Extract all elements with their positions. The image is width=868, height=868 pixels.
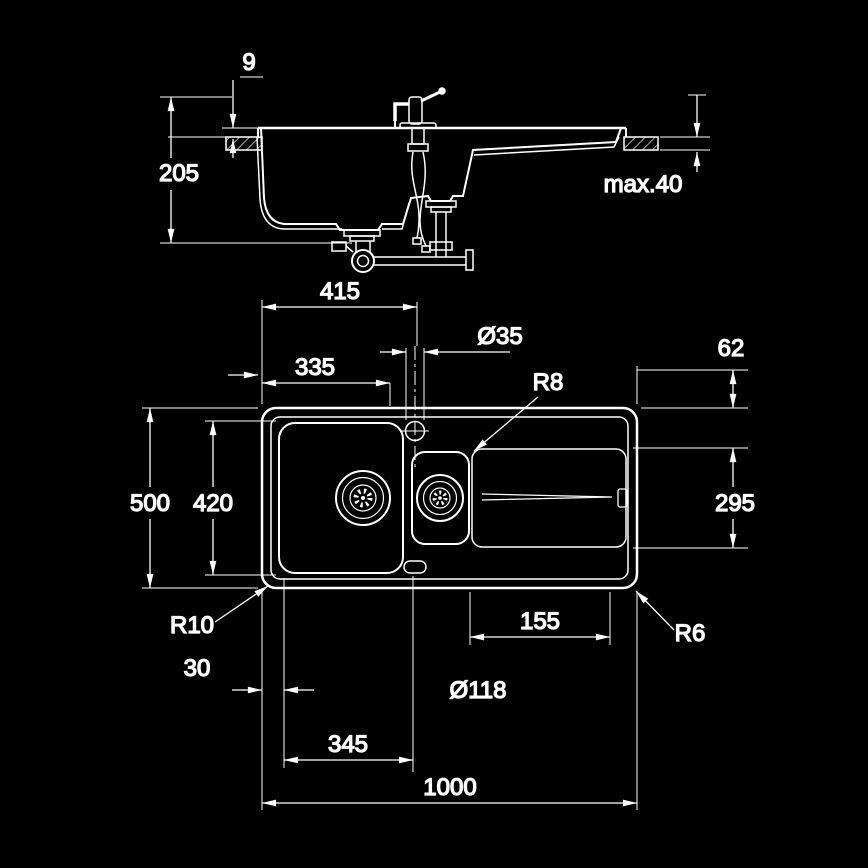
sink-inner-rim	[270, 416, 629, 580]
dim-label-155: 155	[520, 608, 560, 635]
dim-label-30: 30	[184, 655, 211, 682]
sink-outer-outline	[260, 406, 639, 590]
waste-outlet-flange	[465, 249, 474, 271]
plan-view: 415 335 Ø35 62 R8	[129, 277, 756, 810]
supply-hose-2	[419, 151, 427, 247]
dim-drain-diameter: Ø118	[412, 576, 507, 772]
dim-label-335: 335	[295, 354, 335, 381]
bowl-outer-shell-left	[256, 136, 342, 230]
dim-label-r8: R8	[533, 369, 564, 396]
dim-label-o118: Ø118	[450, 677, 507, 704]
dim-label-9: 9	[242, 49, 255, 76]
dim-bowl-width: 345	[284, 730, 413, 764]
counter-hatch-right	[623, 136, 659, 151]
radius-r10: R10	[169, 585, 269, 640]
dim-label-415: 415	[320, 278, 360, 305]
radius-r8: R8	[473, 368, 564, 452]
dim-label-295: 295	[715, 490, 755, 517]
dim-top-offset: 62	[636, 334, 748, 409]
dim-bowl-depth: 205	[158, 96, 352, 244]
overflow-hole	[403, 560, 427, 574]
radius-r6: R6	[635, 590, 706, 648]
half-bowl	[411, 451, 470, 545]
dim-faucet-offset: 415	[261, 277, 418, 404]
main-bowl	[278, 422, 404, 574]
dim-overall-depth: 500	[129, 407, 258, 589]
trap-nut	[351, 249, 375, 273]
drainboard-step	[617, 488, 628, 508]
supply-hose-1	[411, 151, 420, 239]
main-drain	[335, 470, 391, 526]
dim-335: 335	[228, 353, 391, 406]
drain-assembly	[331, 151, 474, 273]
faucet-spout	[393, 102, 409, 121]
dim-label-o35: Ø35	[477, 323, 522, 350]
dim-label-62: 62	[718, 335, 745, 362]
dim-rim-height: 9	[222, 48, 268, 158]
drainboard-panel	[471, 448, 627, 548]
dim-counter-thickness: max.40	[603, 94, 710, 199]
dim-label-r6: R6	[675, 620, 706, 647]
dim-label-1000: 1000	[423, 774, 476, 801]
dim-155: 155	[469, 592, 611, 645]
faucet	[393, 87, 446, 152]
dim-label-r10: R10	[170, 612, 214, 639]
sink-profile	[256, 126, 627, 231]
sink-plan-body	[260, 346, 639, 590]
dim-label-max40: max.40	[604, 171, 683, 198]
faucet-lever	[420, 90, 441, 103]
faucet-body	[408, 96, 423, 125]
half-bowl-drain	[416, 474, 464, 522]
faucet-mount-nut	[407, 143, 429, 152]
dim-drainboard-depth: 295	[633, 447, 756, 549]
bowl-inner-profile	[260, 127, 622, 231]
faucet-shank	[411, 127, 425, 145]
dim-label-420: 420	[193, 490, 233, 517]
tailpipe-nut	[429, 241, 453, 251]
drainboard-shell	[473, 136, 620, 156]
section-view: 9 205 max.40	[158, 48, 710, 273]
dim-bowl-depth-plan: 420	[192, 420, 276, 576]
drainboard-groove	[481, 493, 613, 501]
dim-faucet-hole: Ø35	[380, 322, 523, 420]
dim-overall-length: 1000	[261, 592, 638, 810]
dim-label-345: 345	[328, 731, 368, 758]
dim-label-500: 500	[130, 490, 170, 517]
dim-label-205: 205	[159, 160, 199, 187]
dim-edge-offset: 30	[183, 578, 314, 768]
